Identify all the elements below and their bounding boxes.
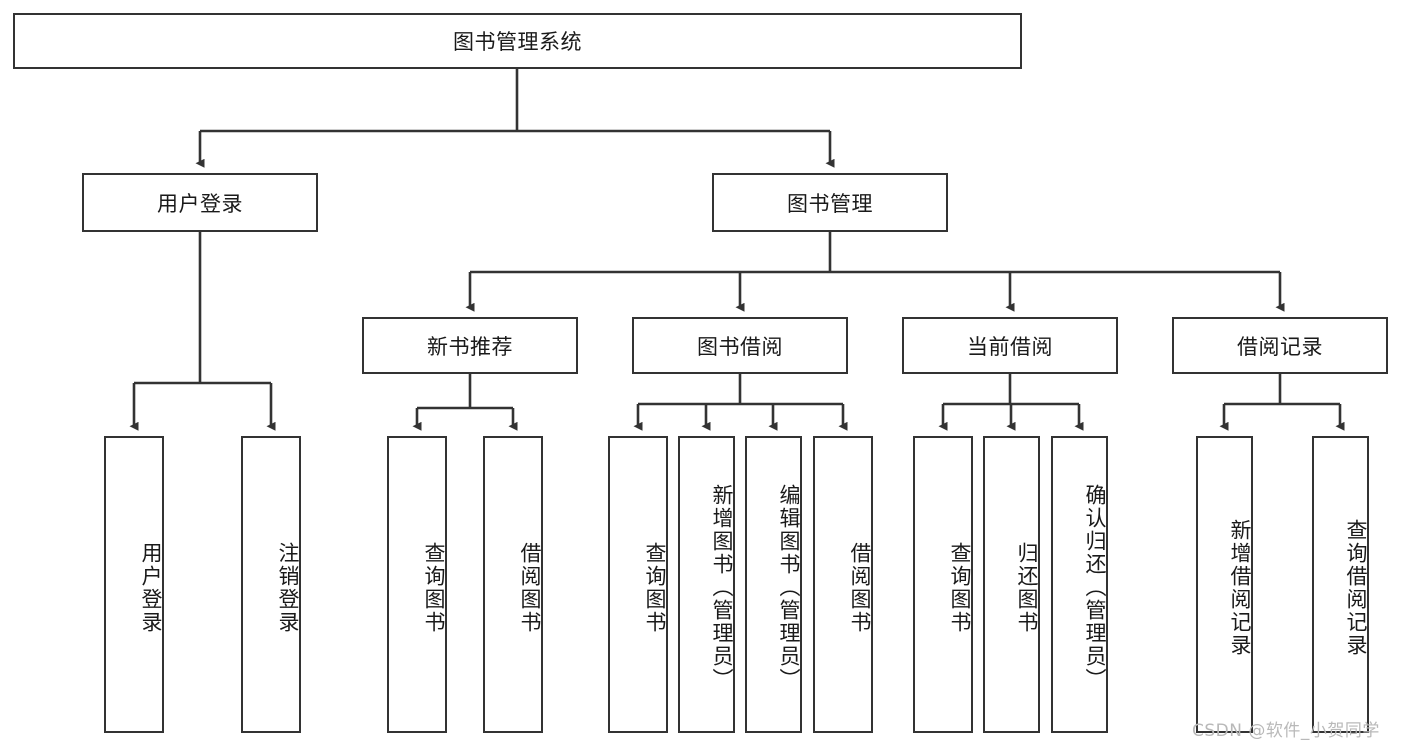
node-leaf-logout-login[interactable]: 注销登录	[241, 436, 301, 733]
node-leaf-return-book[interactable]: 归还图书	[983, 436, 1040, 733]
node-label: 新书推荐	[427, 334, 513, 359]
node-leaf-add-book-admin[interactable]: 新增图书（管理员）	[678, 436, 735, 733]
node-new-book-recommend[interactable]: 新书推荐	[362, 317, 578, 374]
node-label: 归还图书	[1015, 541, 1039, 634]
node-label: 确认归还（管理员）	[1083, 484, 1107, 691]
node-book-management[interactable]: 图书管理	[712, 173, 948, 232]
node-borrow-record[interactable]: 借阅记录	[1172, 317, 1388, 374]
node-leaf-confirm-return-admin[interactable]: 确认归还（管理员）	[1051, 436, 1108, 733]
node-label: 查询图书	[422, 541, 446, 634]
node-book-borrow[interactable]: 图书借阅	[632, 317, 848, 374]
node-label: 图书借阅	[697, 334, 783, 359]
node-leaf-query-book-recommend[interactable]: 查询图书	[387, 436, 447, 733]
node-label: 新增借阅记录	[1228, 518, 1252, 657]
node-label: 借阅图书	[518, 541, 542, 634]
node-leaf-add-borrow-record[interactable]: 新增借阅记录	[1196, 436, 1253, 733]
csdn-watermark: CSDN @软件_小贺同学	[1192, 721, 1380, 741]
node-leaf-user-login[interactable]: 用户登录	[104, 436, 164, 733]
node-label: 编辑图书（管理员）	[777, 484, 801, 691]
node-label: 查询借阅记录	[1344, 518, 1368, 657]
node-label: 图书管理	[787, 191, 873, 216]
node-leaf-edit-book-admin[interactable]: 编辑图书（管理员）	[745, 436, 802, 733]
node-leaf-borrow-book[interactable]: 借阅图书	[813, 436, 873, 733]
node-label: 借阅记录	[1237, 334, 1323, 359]
node-current-borrow[interactable]: 当前借阅	[902, 317, 1118, 374]
node-user-login[interactable]: 用户登录	[82, 173, 318, 232]
node-leaf-query-book-borrow[interactable]: 查询图书	[608, 436, 668, 733]
node-label: 用户登录	[157, 191, 243, 216]
node-leaf-query-borrow-record[interactable]: 查询借阅记录	[1312, 436, 1369, 733]
node-title-system[interactable]: 图书管理系统	[13, 13, 1022, 69]
node-label: 用户登录	[139, 541, 163, 634]
node-label: 借阅图书	[848, 541, 872, 634]
node-label: 查询图书	[643, 541, 667, 634]
node-label: 新增图书（管理员）	[710, 484, 734, 691]
node-leaf-query-book-current[interactable]: 查询图书	[913, 436, 973, 733]
node-label: 查询图书	[948, 541, 972, 634]
node-label: 图书管理系统	[453, 30, 582, 54]
node-leaf-borrow-book-recommend[interactable]: 借阅图书	[483, 436, 543, 733]
node-label: 注销登录	[276, 541, 300, 634]
node-label: 当前借阅	[967, 334, 1053, 359]
